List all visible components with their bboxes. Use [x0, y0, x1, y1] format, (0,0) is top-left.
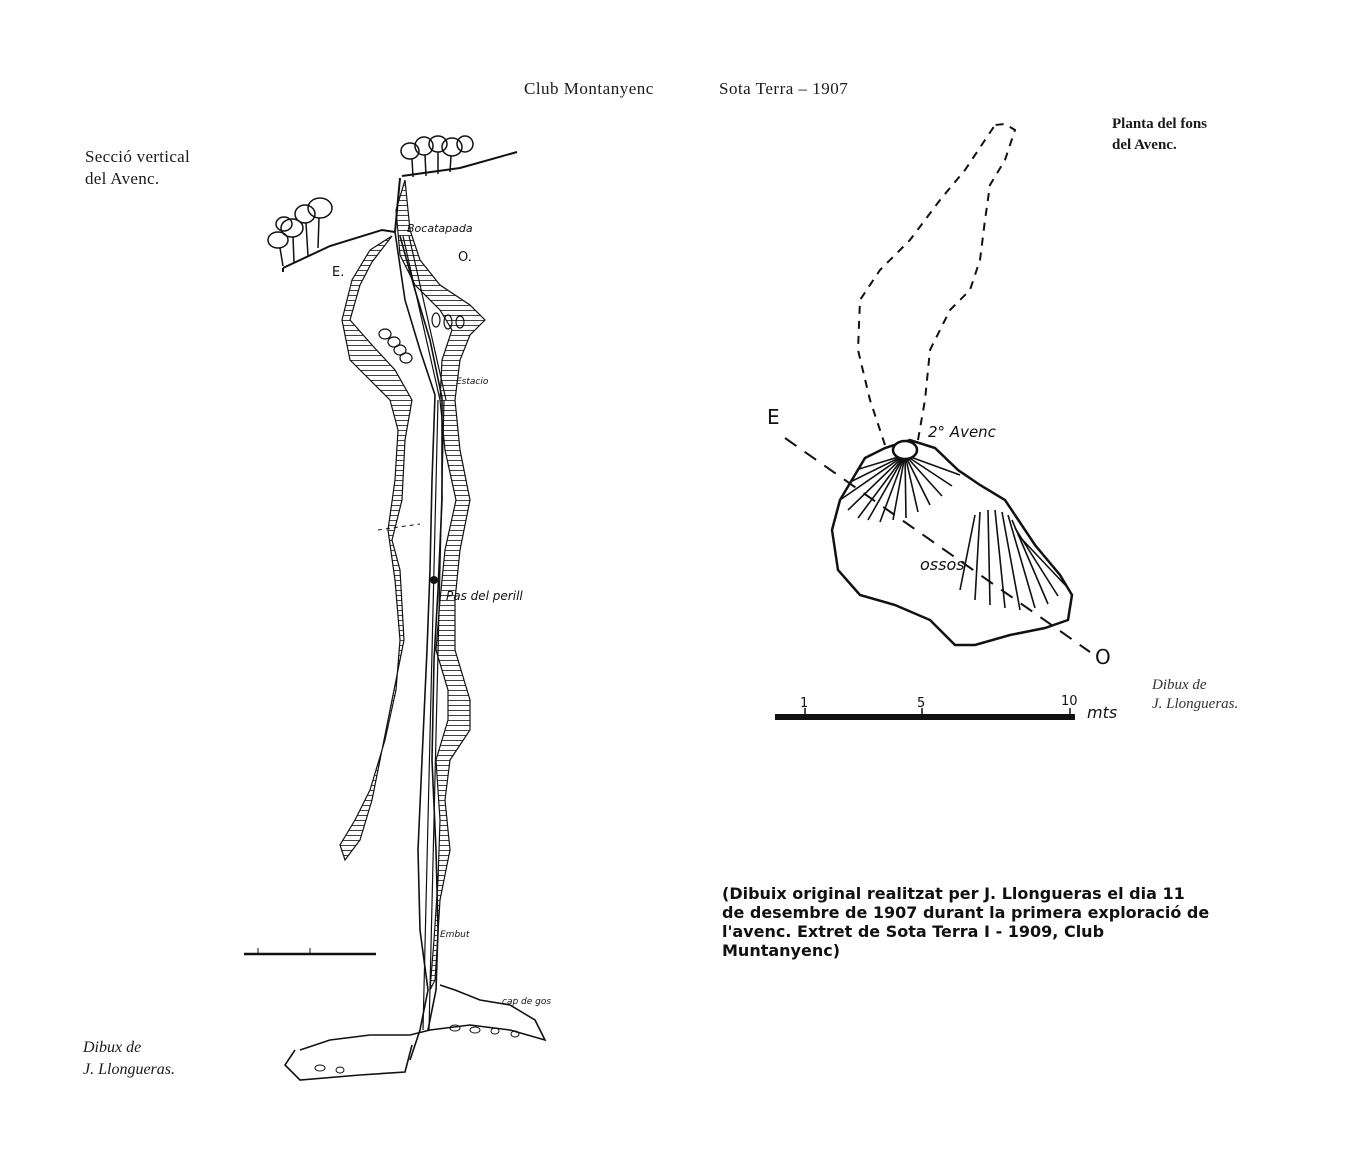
plan-label-west: O [1095, 645, 1111, 669]
bottom-chamber [299, 984, 547, 1051]
header-publication: Sota Terra – 1907 [719, 79, 849, 98]
plan-credit: Dibux de J. Llongueras. [1152, 676, 1238, 714]
bottom-floor [283, 1044, 413, 1081]
slope-hachures-lower [959, 509, 1069, 611]
trees-left [267, 197, 333, 267]
label-west: O. [458, 250, 472, 265]
label-station: Estacio [456, 377, 489, 387]
shaft-outline [394, 231, 443, 1061]
plan-label-east: E [767, 405, 780, 429]
section-credit: Dibux de J. Llongueras. [83, 1037, 175, 1081]
section-credit-line2: J. Llongueras. [83, 1061, 175, 1078]
section-scale-bar [244, 948, 376, 956]
section-title-line2: del Avenc. [85, 169, 160, 188]
plan-scale-bar [775, 708, 1075, 720]
scale-tick-1: 1 [800, 696, 808, 711]
section-credit-line1: Dibux de [83, 1039, 142, 1056]
section-title: Secció vertical del Avenc. [85, 146, 190, 190]
slope-hachures-upper [835, 454, 961, 523]
label-danger-pass: Pas del perill [446, 589, 523, 603]
scale-tick-5: 5 [917, 696, 925, 711]
plan-credit-line2: J. Llongueras. [1152, 696, 1239, 712]
unexplored-passage [856, 122, 1017, 446]
trees-top [400, 135, 474, 178]
label-bottom: cap de gos [502, 997, 551, 1007]
label-east: E. [332, 265, 344, 280]
label-funnel: Embut [440, 930, 470, 940]
east-west-axis [784, 437, 1091, 653]
level-line [377, 523, 421, 531]
plan-title-line2: del Avenc. [1112, 137, 1177, 153]
danger-pass-marker [430, 576, 438, 584]
label-mouth: Bocatapada [407, 222, 473, 235]
section-title-line1: Secció vertical [85, 147, 191, 166]
rock-wall-left [339, 235, 413, 862]
boulders [378, 312, 465, 364]
scale-unit: mts [1087, 703, 1117, 722]
rope-ladder [402, 235, 447, 1031]
second-shaft-hole [891, 439, 919, 461]
bottom-chamber-plan [830, 438, 1074, 647]
caption: (Dibuix original realitzat per J. Llongu… [722, 884, 1210, 960]
plan-title-line1: Planta del fons [1112, 116, 1208, 132]
scale-tick-10: 10 [1061, 694, 1078, 709]
plan-credit-line1: Dibux de [1152, 677, 1207, 693]
bottom-rubble [314, 1024, 520, 1074]
plan-label-second-shaft: 2° Avenc [928, 423, 997, 441]
plan-title: Planta del fons del Avenc. [1112, 114, 1207, 156]
header-club: Club Montanyenc [524, 79, 654, 98]
plan-label-bones: ossos [920, 555, 965, 574]
